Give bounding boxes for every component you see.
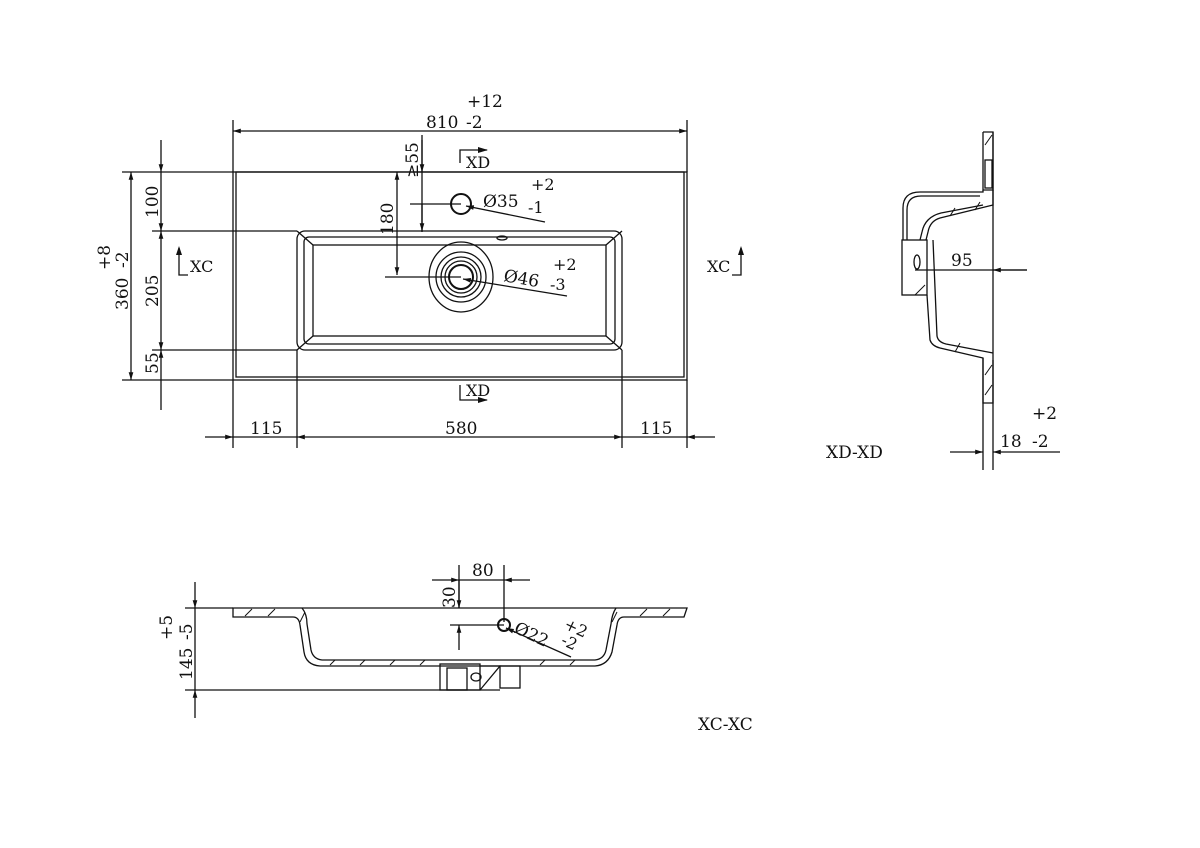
svg-text:XC: XC — [707, 257, 730, 276]
overflow-hole-tol-minus: -2 — [558, 630, 580, 654]
height-value: 145 — [177, 648, 197, 680]
drain-hole-dia: Ø46 — [502, 266, 541, 292]
side-section: 95 18 +2 -2 XD-XD — [826, 131, 1060, 470]
front-section: +5 145 -5 80 30 Ø22 +2 -2 XC-XC — [157, 561, 753, 735]
width-tol-minus: -2 — [466, 113, 483, 133]
drain-offset-value: 95 — [951, 251, 973, 271]
tap-hole-tol-plus: +2 — [531, 175, 555, 194]
right-margin-value: 115 — [640, 419, 672, 439]
tap-to-drain-value: 180 — [378, 203, 398, 235]
overflow-hole-dia: Ø22 — [511, 618, 552, 651]
thickness-tol-plus: +2 — [1032, 404, 1057, 424]
basin-depth-value: 205 — [143, 275, 163, 307]
section-marker-xd-bottom: XD — [459, 381, 490, 403]
hatching — [244, 608, 671, 666]
overflow-slot — [496, 235, 508, 241]
section-marker-xc-left: XC — [176, 246, 213, 276]
thickness-tol-minus: -2 — [1032, 432, 1049, 452]
basin-outer — [296, 230, 623, 351]
top-view: +12 810 -2 +8 360 -2 100 205 55 180 ≥55 … — [95, 92, 744, 448]
tap-hole-dia: Ø35 — [483, 192, 519, 212]
svg-text:XD: XD — [466, 381, 490, 400]
overflow-hole-icon — [497, 618, 511, 632]
drain-body-icon — [439, 663, 521, 691]
drain-hole-tol-minus: -3 — [550, 275, 566, 294]
width-value: 810 — [426, 113, 458, 133]
width-tol-plus: +12 — [467, 92, 503, 112]
svg-text:XD: XD — [466, 153, 490, 172]
tap-hole-tol-minus: -1 — [528, 198, 544, 217]
left-margin-value: 115 — [250, 419, 282, 439]
front-margin-value: 55 — [143, 352, 163, 374]
thickness-value: 18 — [1000, 432, 1022, 452]
min-tap-offset-value: ≥55 — [403, 142, 423, 178]
depth-tol-minus: -2 — [113, 251, 133, 268]
basin-bottom — [312, 244, 607, 337]
basin-width-value: 580 — [445, 419, 477, 439]
svg-text:XC: XC — [190, 257, 213, 276]
section-marker-xc-right: XC — [707, 246, 744, 276]
rear-margin-value: 100 — [143, 186, 163, 218]
depth-tol-plus: +8 — [95, 245, 115, 270]
height-tol-minus: -5 — [177, 623, 197, 640]
countertop-edge — [235, 171, 685, 378]
section-title-xd: XD-XD — [826, 443, 883, 463]
height-tol-plus: +5 — [157, 615, 177, 640]
basin-rim — [303, 236, 616, 345]
section-marker-xd-top: XD — [459, 147, 490, 172]
section-title-xc: XC-XC — [698, 715, 753, 735]
depth-value: 360 — [113, 278, 133, 310]
overflow-x-value: 80 — [472, 561, 494, 581]
overflow-y-value: 30 — [440, 586, 460, 608]
drain-hole-tol-plus: +2 — [553, 255, 577, 274]
